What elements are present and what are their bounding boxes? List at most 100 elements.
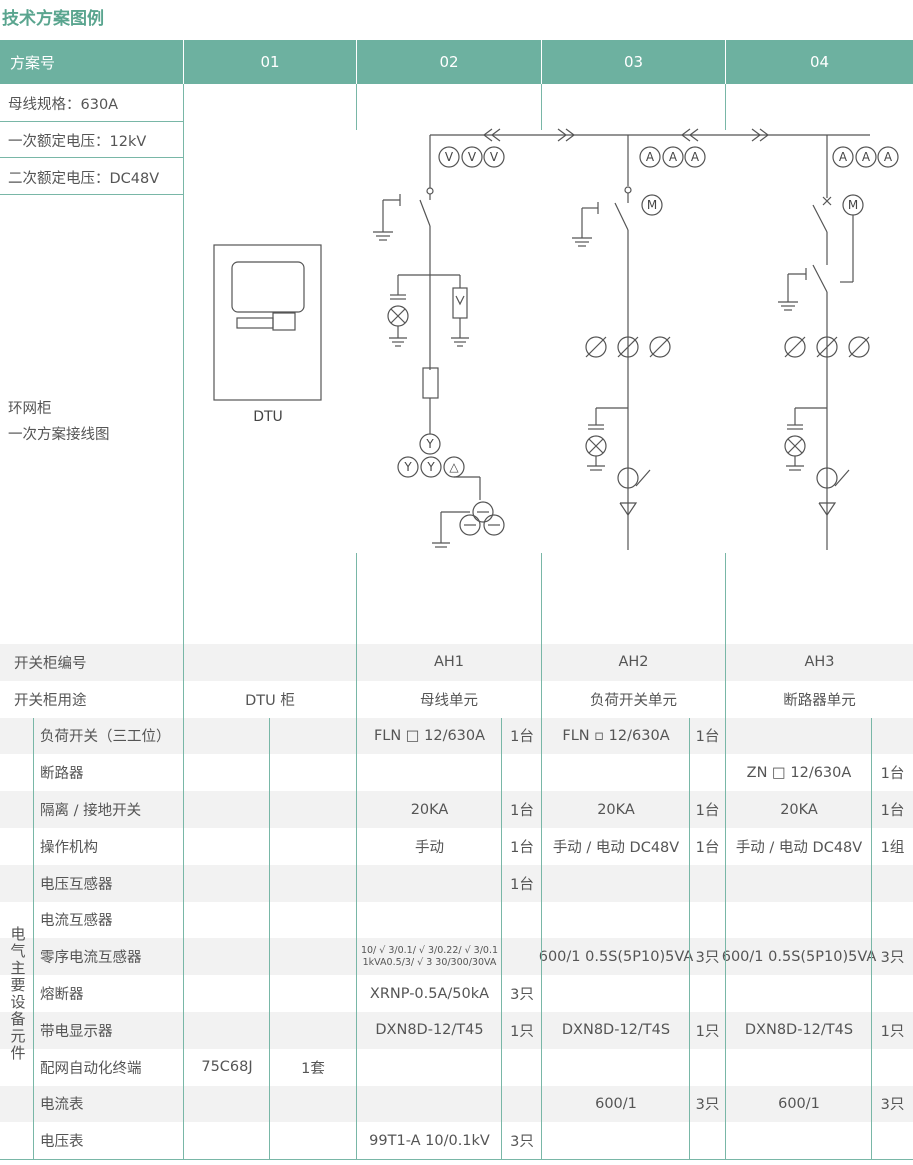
table-cell-c4 (726, 718, 872, 755)
voltmeter-symbol: V (468, 150, 477, 164)
table-cell-c1 (184, 791, 270, 828)
header-col-02: 02 (357, 40, 541, 84)
cabinet_use-value: 母线单元 (420, 692, 478, 709)
table-cell-q2: 1台 (510, 839, 534, 856)
table-cell-q1 (270, 865, 356, 902)
table-cell-c1 (184, 938, 270, 975)
cabinet_use-value: 负荷开关单元 (590, 692, 677, 709)
row-name: 带电显示器 (40, 1023, 113, 1040)
ammeter-symbol: A (884, 150, 893, 164)
cabinet_no-value: AH1 (433, 654, 465, 671)
table-cell-c2 (357, 754, 502, 791)
table-cell-q2: 3只 (510, 1134, 534, 1151)
ammeter-symbol: A (839, 150, 848, 164)
table-cell-q1 (270, 718, 356, 755)
grid-line (725, 644, 726, 1160)
table-cell-c1 (184, 828, 270, 865)
group-label: 电气主要设备元件 (10, 925, 26, 1062)
row-name: 电流表 (40, 1097, 84, 1114)
voltmeter-symbol: V (445, 150, 454, 164)
table-cell-c2 (357, 1086, 502, 1123)
pt-symbol: Y (403, 460, 412, 474)
grid-line (183, 644, 184, 1160)
pt-symbol: Y (425, 437, 434, 451)
table-cell-c2 (357, 902, 502, 939)
table-cell-c4: 20KA (780, 801, 818, 818)
spec-primary-voltage: 一次额定电压：12kV (8, 134, 147, 150)
row-band (0, 791, 913, 828)
table-cell-c1 (184, 975, 270, 1012)
table-cell-q3 (690, 902, 725, 939)
table-cell-c2: FLN □ 12/630A (373, 727, 486, 744)
table-cell-c1: 75C68J (201, 1059, 253, 1076)
grid-line (269, 717, 270, 1160)
dtu-cabinet-outline (213, 244, 322, 401)
row-name: 电压互感器 (40, 876, 113, 893)
table-cell-c4 (726, 1122, 872, 1159)
table-cell-c3: 600/1 0.5S(5P10)5VA (538, 948, 694, 965)
table-cell-q2: 1只 (510, 1023, 534, 1040)
table-cell-q1 (270, 828, 356, 865)
row-name: 电流互感器 (40, 913, 113, 930)
table-cell-q1 (270, 1012, 356, 1049)
wiring-diagram: DTU V V V A A A A A A M M Y Y Y △ (213, 128, 899, 550)
table-cell-c3 (542, 975, 690, 1012)
grid-line (356, 644, 357, 1160)
table-cell-q1 (270, 754, 356, 791)
header-scheme-no: 方案号 (0, 40, 183, 84)
table-cell-q4 (872, 718, 913, 755)
diagram-label-1: 环网柜 (8, 401, 52, 417)
table-cell-c3 (542, 1122, 690, 1159)
table-cell-q3: 3只 (695, 1097, 720, 1114)
table-cell-q1 (270, 975, 356, 1012)
table-cell-q1 (270, 902, 356, 939)
grid-line (501, 717, 502, 1160)
header-col-04: 04 (726, 40, 913, 84)
table-cell-c4: ZN □ 12/630A (746, 764, 852, 781)
row-name: 隔离 / 接地开关 (40, 803, 142, 820)
table-cell-c3: DXN8D-12/T4S (561, 1022, 671, 1039)
row-band (0, 938, 913, 976)
table-cell-c3: 20KA (597, 801, 635, 818)
table-cell-c2: 99T1-A 10/0.1kV (369, 1132, 490, 1149)
row-name: 断路器 (40, 766, 84, 783)
table-cell-q1: 1套 (301, 1060, 325, 1077)
ammeter-symbol: A (669, 150, 678, 164)
table-cell-c3: 600/1 (595, 1095, 637, 1112)
cabinet_use-label: 开关柜用途 (14, 692, 87, 709)
cabinet_no-value: AH2 (618, 654, 649, 671)
table-cell-q4 (872, 865, 913, 902)
grid-line (871, 717, 872, 1160)
pt-symbol: Y (426, 460, 435, 474)
table-cell-c3 (542, 754, 690, 791)
table-cell-q2: 1台 (510, 803, 534, 820)
row-band (0, 644, 913, 681)
row-name: 操作机构 (40, 839, 98, 856)
table-cell-c1 (184, 902, 270, 939)
table-cell-c1 (184, 865, 270, 902)
row-band (0, 1085, 913, 1123)
cabinet_no-value: AH3 (804, 654, 835, 671)
row-name: 负荷开关（三工位） (40, 729, 171, 746)
table-cell-q4 (872, 1122, 913, 1159)
row-name: 电压表 (40, 1134, 84, 1151)
table-cell-c1 (184, 1012, 270, 1049)
table-cell-q4 (872, 1049, 913, 1086)
motor-symbol: M (647, 198, 657, 212)
grid-line (0, 1159, 913, 1161)
table-cell-q2: 1台 (510, 729, 534, 746)
table-cell-c4: 600/1 0.5S(5P10)5VA (721, 948, 877, 965)
page-title: 技术方案图例 (2, 9, 104, 29)
cabinet_use-value: 断路器单元 (783, 692, 856, 709)
table-cell-q4: 3只 (880, 1097, 905, 1114)
table-cell-c4 (726, 975, 872, 1012)
cabinet_no-value (184, 644, 356, 681)
table-cell-q4: 1台 (880, 766, 905, 783)
row-band (0, 717, 913, 755)
cabinet_no-label: 开关柜编号 (14, 655, 87, 672)
table-cell-c4: DXN8D-12/T4S (744, 1022, 854, 1039)
table-cell-c3 (542, 1049, 690, 1086)
pt-symbol: △ (449, 460, 459, 474)
diagram-label-2: 一次方案接线图 (8, 427, 110, 443)
